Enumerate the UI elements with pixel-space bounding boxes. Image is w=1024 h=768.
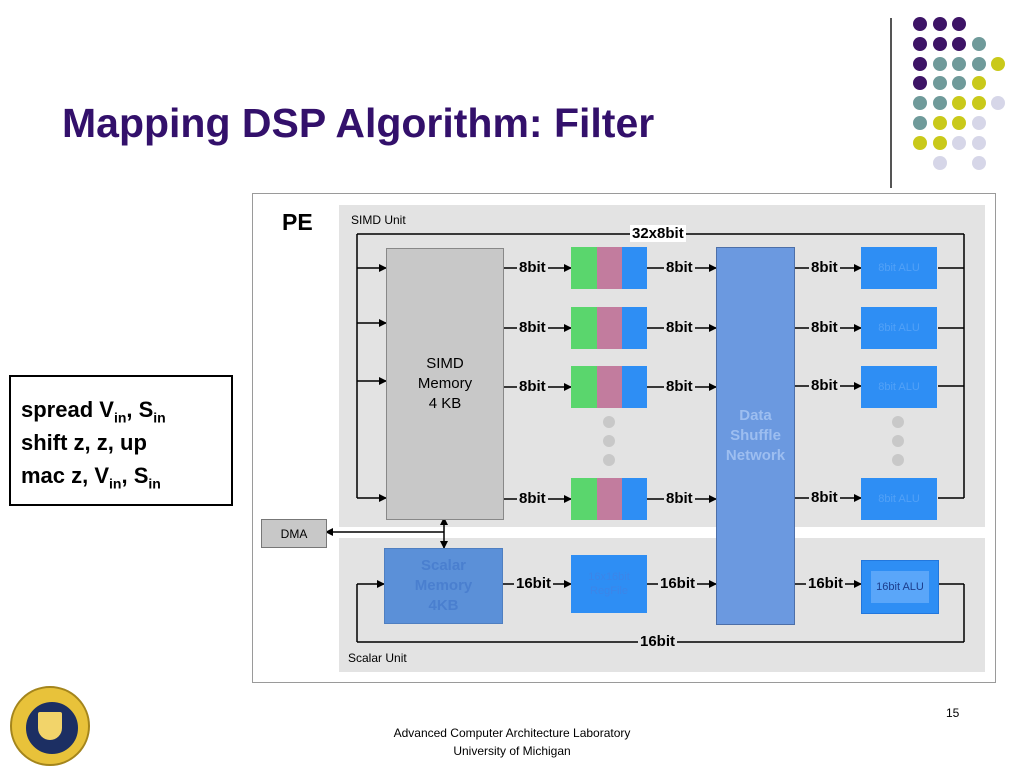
simd-regfile-lane-2 [571, 307, 647, 349]
simd-alu-n: 8bit ALU [861, 478, 937, 520]
university-of-michigan-seal-icon [10, 686, 90, 766]
simd-alu-1: 8bit ALU [861, 247, 937, 289]
scalar-unit-label: Scalar Unit [348, 651, 407, 665]
decorative-dot [932, 36, 947, 51]
instruction-line-2: shift z, z, up [21, 430, 147, 455]
decorative-dot [913, 56, 927, 71]
decorative-dot [952, 135, 966, 150]
decorative-dot [971, 56, 986, 71]
decorative-dot [932, 56, 947, 71]
regfile-shuffle-width-n: 8bit [664, 490, 695, 507]
shuffle-alu-width-1: 8bit [809, 259, 840, 276]
ellipsis-dot [603, 454, 615, 466]
decorative-dot [952, 96, 966, 111]
decorative-dot [913, 116, 927, 130]
pe-label: PE [282, 209, 313, 235]
mem-regfile-width-1: 8bit [517, 259, 548, 276]
bus-width-label: 32x8bit [630, 225, 686, 242]
decorative-dot [971, 135, 986, 150]
simd-alu-3: 8bit ALU [861, 366, 937, 408]
mem-regfile-width-2: 8bit [517, 319, 548, 336]
scalar-alu: 16bit ALU [861, 560, 939, 614]
decorative-dot [913, 96, 927, 111]
scalar-regfile-shuffle-width: 16bit [658, 575, 698, 592]
simd-unit-label: SIMD Unit [351, 213, 406, 227]
ellipsis-dot [892, 416, 904, 428]
decorative-dot [932, 96, 947, 111]
decorative-dot [971, 116, 986, 130]
simd-regfile-lane-1 [571, 247, 647, 289]
footer: Advanced Computer Architecture Laborator… [312, 724, 712, 760]
decorative-dot [932, 76, 947, 91]
decorative-dot [913, 36, 927, 51]
scalar-bus-width-label: 16bit [638, 633, 678, 650]
simd-regfile-lane-n [571, 478, 647, 520]
decorative-dot [932, 17, 947, 31]
title-divider [890, 18, 892, 188]
decorative-dot [971, 36, 986, 51]
data-shuffle-network: Data Shuffle Network [716, 247, 795, 625]
slide-title: Mapping DSP Algorithm: Filter [62, 100, 655, 146]
scalar-shuffle-alu-width: 16bit [806, 575, 846, 592]
ellipsis-dot [603, 435, 615, 447]
decorative-dot [932, 116, 947, 130]
shuffle-alu-width-n: 8bit [809, 489, 840, 506]
instruction-line-1: spread Vin, Sin [21, 397, 166, 426]
scalar-mem-regfile-width: 16bit [514, 575, 554, 592]
decorative-dot [913, 135, 927, 150]
decorative-dot [971, 76, 986, 91]
ellipsis-dot [892, 435, 904, 447]
decorative-dot [932, 135, 947, 150]
decorative-dot [913, 76, 927, 91]
simd-regfile-lane-3 [571, 366, 647, 408]
footer-university: University of Michigan [453, 744, 571, 758]
mem-regfile-width-n: 8bit [517, 490, 548, 507]
ellipsis-dot [892, 454, 904, 466]
decorative-dot [971, 155, 986, 170]
regfile-shuffle-width-2: 8bit [664, 319, 695, 336]
ellipsis-dot [603, 416, 615, 428]
decorative-dot [952, 17, 966, 31]
decorative-dot [991, 56, 1005, 71]
regfile-shuffle-width-1: 8bit [664, 259, 695, 276]
decorative-dot [952, 56, 966, 71]
decorative-dot [971, 96, 986, 111]
simd-alu-2: 8bit ALU [861, 307, 937, 349]
shuffle-alu-width-3: 8bit [809, 377, 840, 394]
decorative-dot [952, 36, 966, 51]
decorative-dot [952, 76, 966, 91]
scalar-memory-block: Scalar Memory 4KB [384, 548, 503, 624]
shuffle-alu-width-2: 8bit [809, 319, 840, 336]
simd-memory-block: SIMD Memory 4 KB [386, 248, 504, 520]
decorative-dot [991, 96, 1005, 111]
decorative-dot [932, 155, 947, 170]
mem-regfile-width-3: 8bit [517, 378, 548, 395]
dma-block: DMA [261, 519, 327, 548]
instruction-box: spread Vin, Sin shift z, z, up mac z, Vi… [9, 375, 233, 506]
page-number: 15 [946, 706, 960, 720]
decorative-dot [913, 17, 927, 31]
regfile-shuffle-width-3: 8bit [664, 378, 695, 395]
footer-lab: Advanced Computer Architecture Laborator… [393, 726, 631, 740]
decorative-dot [952, 116, 966, 130]
instruction-line-3: mac z, Vin, Sin [21, 463, 161, 492]
scalar-regfile: 16x16bit RegFile [571, 555, 647, 613]
